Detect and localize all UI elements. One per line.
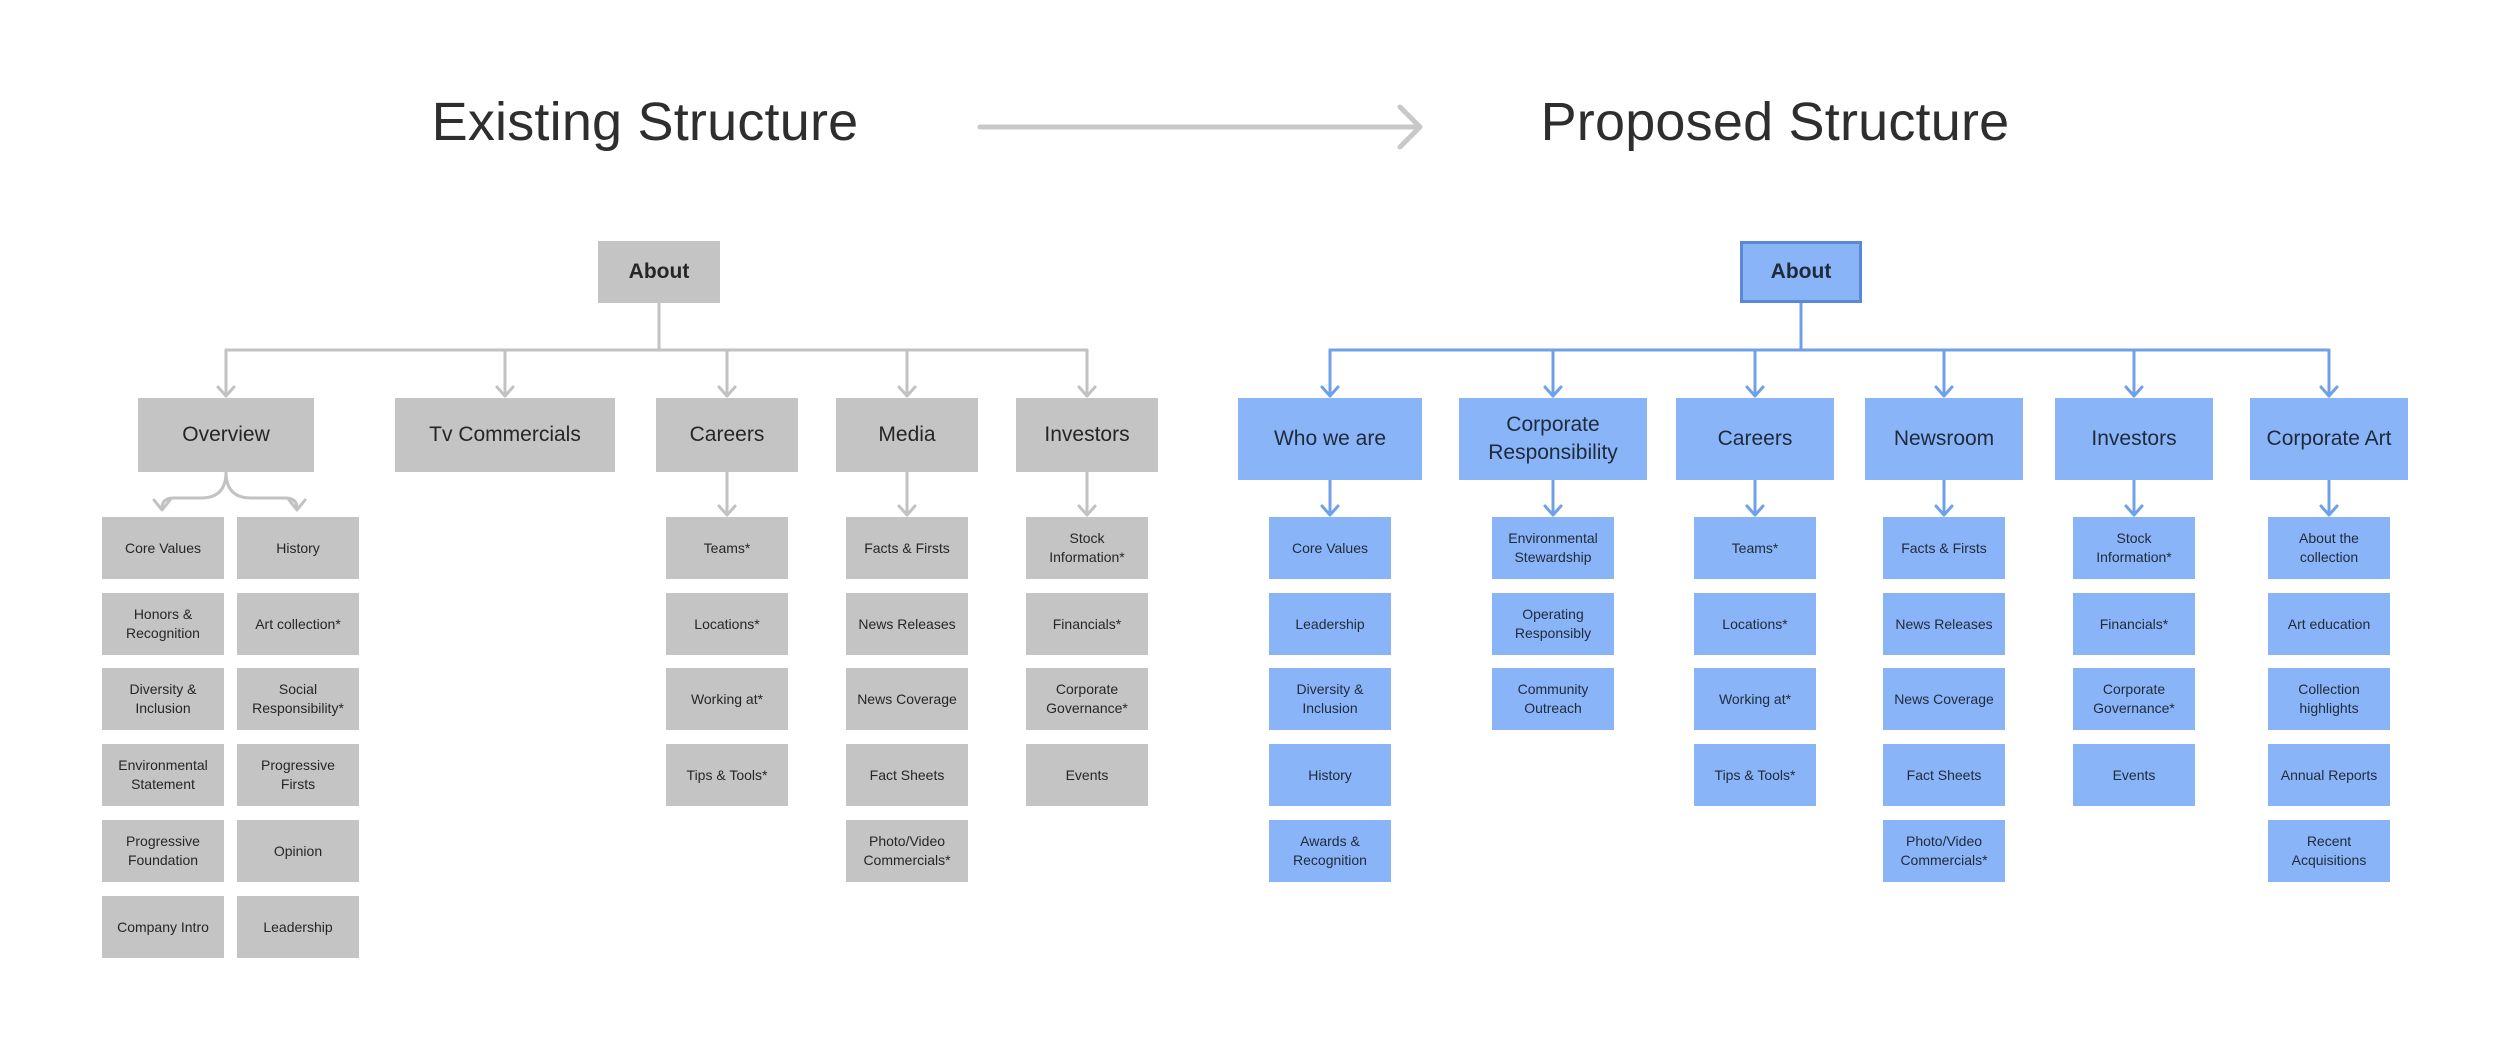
proposed-child-tips-tools: Tips & Tools*: [1694, 744, 1816, 806]
existing-section-overview: Overview: [138, 398, 314, 472]
proposed-child-diversity-inclusion: Diversity & Inclusion: [1269, 668, 1391, 730]
proposed-child-community-outreach: Community Outreach: [1492, 668, 1614, 730]
proposed-child-corporate-governance: Corporate Governance*: [2073, 668, 2195, 730]
right-arrow-icon: [977, 104, 1423, 150]
existing-child-environmental-statement: Environmental Statement: [102, 744, 224, 806]
proposed-child-arrow: [1543, 478, 1563, 517]
existing-child-teams: Teams*: [666, 517, 788, 579]
proposed-child-stock-information: Stock Information*: [2073, 517, 2195, 579]
existing-section-tv-commercials: Tv Commercials: [395, 398, 615, 472]
proposed-connectors: [1320, 301, 2339, 517]
existing-child-arrow: [717, 470, 737, 517]
proposed-child-about-the-collection: About the collection: [2268, 517, 2390, 579]
existing-child-arrow: [1077, 470, 1097, 517]
existing-child-tips-tools: Tips & Tools*: [666, 744, 788, 806]
existing-child-diversity-inclusion: Diversity & Inclusion: [102, 668, 224, 730]
existing-child-working-at: Working at*: [666, 668, 788, 730]
proposed-child-collection-highlights: Collection highlights: [2268, 668, 2390, 730]
proposed-section-who-we-are: Who we are: [1238, 398, 1422, 480]
existing-section-arrow: [897, 348, 917, 398]
proposed-section-arrow: [1745, 348, 1765, 398]
existing-child-progressive-foundation: Progressive Foundation: [102, 820, 224, 882]
existing-child-leadership: Leadership: [237, 896, 359, 958]
proposed-child-arrow: [1745, 478, 1765, 517]
proposed-section-investors: Investors: [2055, 398, 2213, 480]
proposed-structure-title: Proposed Structure: [1540, 92, 2010, 152]
proposed-child-working-at: Working at*: [1694, 668, 1816, 730]
overview-fork-connector: [152, 470, 307, 512]
proposed-child-awards-recognition: Awards & Recognition: [1269, 820, 1391, 882]
existing-child-news-releases: News Releases: [846, 593, 968, 655]
proposed-child-environmental-stewardship: Environmental Stewardship: [1492, 517, 1614, 579]
existing-section-arrow: [216, 348, 236, 398]
proposed-section-arrow: [1320, 348, 1340, 398]
proposed-section-careers: Careers: [1676, 398, 1834, 480]
existing-section-arrow: [717, 348, 737, 398]
existing-section-investors: Investors: [1016, 398, 1158, 472]
existing-connectors: [152, 301, 1097, 517]
proposed-child-financials: Financials*: [2073, 593, 2195, 655]
proposed-section-arrow: [2319, 348, 2339, 398]
existing-child-history: History: [237, 517, 359, 579]
proposed-child-operating-responsibly: Operating Responsibly: [1492, 593, 1614, 655]
proposed-section-arrow: [1934, 348, 1954, 398]
existing-child-events: Events: [1026, 744, 1148, 806]
existing-child-progressive-firsts: Progressive Firsts: [237, 744, 359, 806]
proposed-child-news-releases: News Releases: [1883, 593, 2005, 655]
proposed-child-fact-sheets: Fact Sheets: [1883, 744, 2005, 806]
proposed-section-corporate-responsibility: Corporate Responsibility: [1459, 398, 1647, 480]
proposed-child-arrow: [2319, 478, 2339, 517]
existing-root-about: About: [598, 241, 720, 303]
proposed-child-arrow: [2124, 478, 2144, 517]
existing-child-arrow: [897, 470, 917, 517]
proposed-child-teams: Teams*: [1694, 517, 1816, 579]
proposed-child-arrow: [1320, 478, 1340, 517]
existing-child-fact-sheets: Fact Sheets: [846, 744, 968, 806]
existing-child-financials: Financials*: [1026, 593, 1148, 655]
proposed-child-core-values: Core Values: [1269, 517, 1391, 579]
existing-child-company-intro: Company Intro: [102, 896, 224, 958]
existing-section-arrow: [1077, 348, 1097, 398]
proposed-child-arrow: [1934, 478, 1954, 517]
proposed-child-news-coverage: News Coverage: [1883, 668, 2005, 730]
proposed-child-annual-reports: Annual Reports: [2268, 744, 2390, 806]
proposed-child-photo-video-commercials: Photo/Video Commercials*: [1883, 820, 2005, 882]
existing-structure-title: Existing Structure: [431, 92, 859, 152]
proposed-child-facts-firsts: Facts & Firsts: [1883, 517, 2005, 579]
existing-child-art-collection: Art collection*: [237, 593, 359, 655]
existing-section-arrow: [495, 348, 515, 398]
proposed-section-arrow: [2124, 348, 2144, 398]
existing-child-locations: Locations*: [666, 593, 788, 655]
existing-child-social-responsibility: Social Responsibility*: [237, 668, 359, 730]
existing-child-core-values: Core Values: [102, 517, 224, 579]
proposed-child-history: History: [1269, 744, 1391, 806]
proposed-section-corporate-art: Corporate Art: [2250, 398, 2408, 480]
existing-section-careers: Careers: [656, 398, 798, 472]
proposed-child-locations: Locations*: [1694, 593, 1816, 655]
existing-child-honors-recognition: Honors & Recognition: [102, 593, 224, 655]
existing-child-opinion: Opinion: [237, 820, 359, 882]
transition-arrow: [977, 104, 1423, 150]
proposed-child-recent-acquisitions: Recent Acquisitions: [2268, 820, 2390, 882]
proposed-child-leadership: Leadership: [1269, 593, 1391, 655]
proposed-section-arrow: [1543, 348, 1563, 398]
proposed-section-newsroom: Newsroom: [1865, 398, 2023, 480]
existing-child-news-coverage: News Coverage: [846, 668, 968, 730]
proposed-root-about: About: [1740, 241, 1862, 303]
existing-child-stock-information: Stock Information*: [1026, 517, 1148, 579]
proposed-child-art-education: Art education: [2268, 593, 2390, 655]
existing-child-facts-firsts: Facts & Firsts: [846, 517, 968, 579]
existing-child-photo-video-commercials: Photo/Video Commercials*: [846, 820, 968, 882]
proposed-child-events: Events: [2073, 744, 2195, 806]
existing-section-media: Media: [836, 398, 978, 472]
existing-child-corporate-governance: Corporate Governance*: [1026, 668, 1148, 730]
